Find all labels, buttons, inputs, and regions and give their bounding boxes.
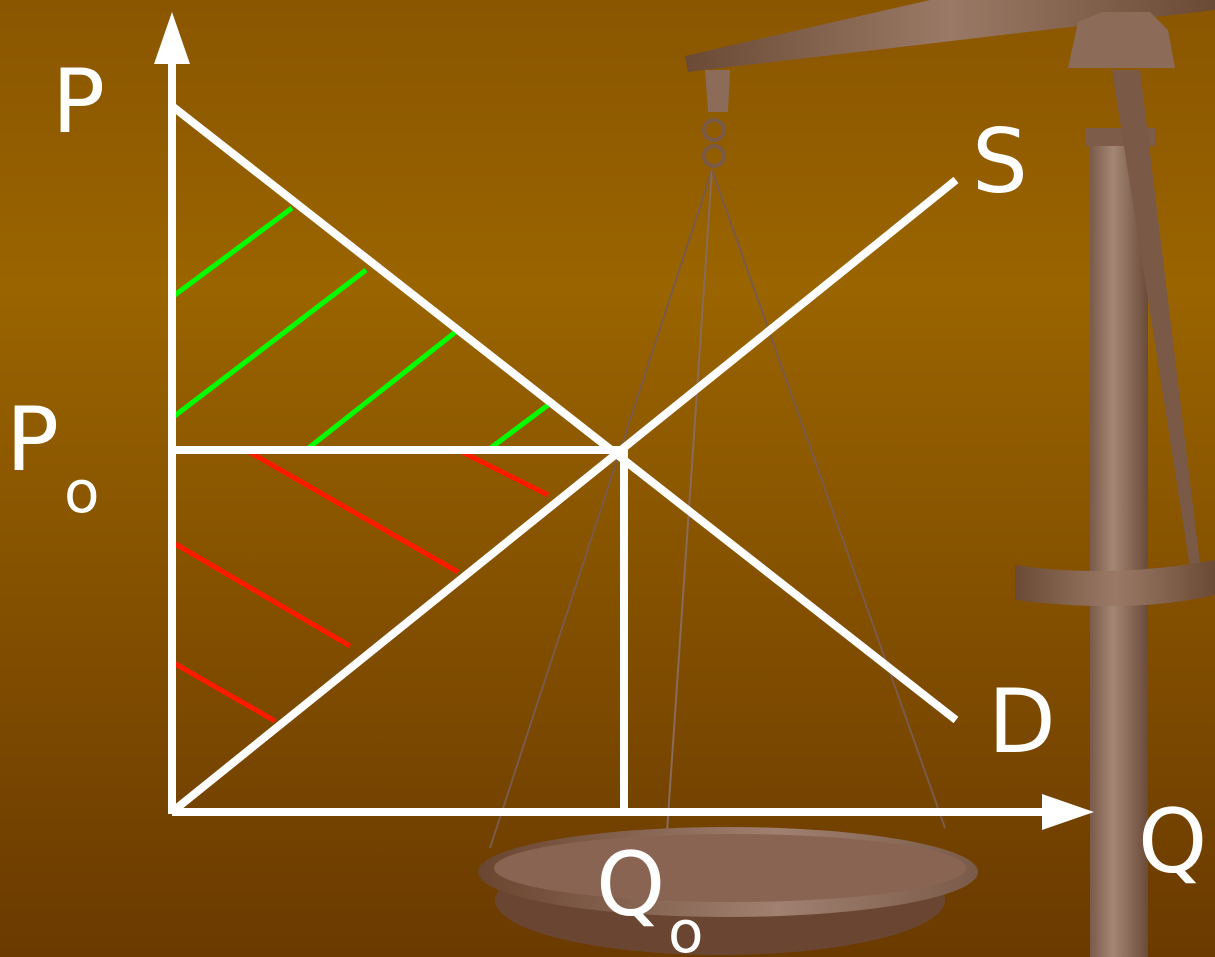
demand-curve bbox=[169, 102, 959, 724]
scale-string bbox=[711, 169, 946, 829]
consumer-surplus-hatch bbox=[170, 205, 550, 452]
price-axis-label: P bbox=[52, 50, 105, 153]
hatch-line bbox=[170, 205, 294, 300]
scale-right-pan bbox=[1015, 560, 1215, 607]
scale-chain-link bbox=[702, 118, 726, 142]
balance-scale-icon bbox=[478, 0, 1215, 957]
supply-curve-label: S bbox=[972, 110, 1028, 213]
hatch-line bbox=[170, 659, 277, 724]
price-axis-arrow bbox=[154, 12, 190, 64]
equilibrium-price-label: P bbox=[6, 388, 59, 491]
scale-beam bbox=[685, 0, 1215, 72]
scale-hanger bbox=[705, 70, 730, 112]
scale-string bbox=[489, 169, 713, 849]
scale-post-cap bbox=[1068, 12, 1175, 68]
supply-curve bbox=[169, 176, 959, 816]
producer-surplus-hatch bbox=[170, 447, 550, 724]
quantity-axis-arrow bbox=[1042, 794, 1094, 830]
scale-chain-link bbox=[702, 144, 726, 168]
hatch-line bbox=[456, 447, 550, 498]
scale-arm bbox=[1112, 70, 1202, 580]
hatch-line bbox=[244, 447, 460, 575]
hatch-line bbox=[170, 539, 352, 649]
quantity-axis-label: Q bbox=[1138, 790, 1207, 893]
equilibrium-quantity-subscript: o bbox=[668, 898, 704, 957]
hatch-line bbox=[304, 328, 460, 452]
hatch-line bbox=[170, 268, 368, 420]
scale-string bbox=[666, 169, 713, 833]
scale-pan-inner bbox=[494, 834, 966, 902]
scale-post bbox=[1090, 130, 1148, 957]
axes bbox=[168, 60, 1048, 816]
hatch-line bbox=[486, 403, 550, 452]
equilibrium-price-subscript: o bbox=[64, 458, 100, 526]
curves bbox=[169, 102, 959, 816]
demand-curve-label: D bbox=[988, 670, 1056, 773]
equilibrium-quantity-label: Q bbox=[596, 833, 665, 936]
